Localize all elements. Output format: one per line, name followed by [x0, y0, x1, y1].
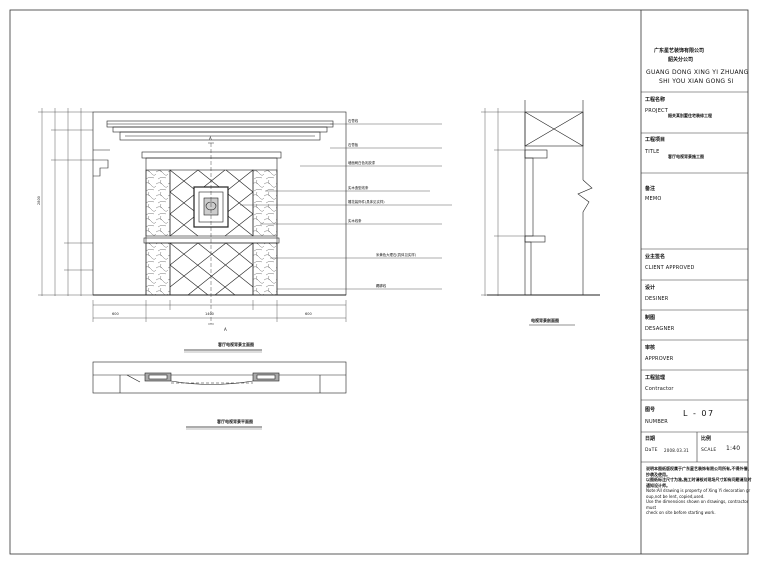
project-label-cn: 工程名称 [645, 97, 666, 103]
date-label-cn: 日期 [645, 436, 656, 442]
scale-label-en: SCALE [701, 448, 717, 453]
callout-6: 实木线条 [348, 218, 362, 223]
contractor-label-en: Contractor [645, 386, 674, 392]
number-label-cn: 图号 [645, 407, 656, 413]
design-label-en: DESINER [645, 296, 669, 302]
title-label-en: TITLE [645, 149, 660, 155]
project-value: 韶关某别墅住宅装修工程 [668, 113, 712, 118]
date-label-en: DaTE [645, 448, 658, 453]
section-dimensions [481, 108, 525, 296]
company-pinyin-2: SHI YOU XIAN GONG SI [659, 78, 734, 85]
scale-label-cn: 比例 [701, 436, 712, 442]
note-line-5: Use the dimensions shown on drawings, co… [646, 499, 749, 510]
dim-width-right: 600 [305, 312, 312, 316]
section-mark-bottom: A [224, 327, 227, 332]
notes-block: 说明本图纸版权属于广东星艺装饰有限公司所有,不得外借、抄袭及使用。 以图纸标注尺… [646, 466, 752, 516]
note-line-2: 以图纸标注尺寸为准,施工时请核对现场尺寸如有问题请及时通知设计师。 [646, 477, 752, 488]
callout-labels: 石膏线 石膏板 墙面刷白色乳胶漆 实木造型线条 雕花装饰件(具体见实样) 实木线… [348, 118, 417, 288]
memo-label-en: MEMO [645, 196, 662, 202]
dim-width-left: 600 [112, 312, 119, 316]
contractor-label-cn: 工程监理 [645, 375, 666, 381]
callout-leaders [240, 123, 452, 290]
scale-value: 1:40 [726, 445, 741, 452]
tv-wall-plan [92, 361, 347, 394]
sheet-border [9, 9, 749, 555]
callout-8: 踢脚线 [376, 283, 387, 288]
client-label-en: CLIENT APPROVED [645, 265, 695, 271]
note-line-1: 说明本图纸版权属于广东星艺装饰有限公司所有,不得外借、抄袭及使用。 [646, 466, 752, 477]
design-label-cn: 设计 [645, 285, 656, 291]
callout-2: 石膏板 [348, 142, 359, 147]
dim-total-height: 2800 [37, 196, 41, 205]
approver-label-cn: 审核 [645, 345, 656, 351]
section-marks: A A [208, 136, 227, 332]
company-branch-cn: 韶关分公司 [668, 57, 694, 63]
tv-wall-section [487, 100, 600, 296]
note-line-4: oup,not be lent, copied,used. [646, 493, 705, 499]
plan-caption: 客厅电视背景平面图 [216, 418, 253, 424]
drawn-label-cn: 制图 [645, 315, 656, 321]
title-block-lines [641, 91, 748, 463]
callout-1: 石膏线 [348, 118, 359, 123]
elevation-dimensions [38, 108, 347, 322]
number-label-en: NUMBER [645, 419, 668, 425]
number-value: L - 07 [683, 409, 715, 418]
title-label-cn: 工程项目 [645, 137, 666, 143]
section-mark-top: A [209, 136, 212, 141]
section-caption: 电视背景剖面图 [531, 317, 559, 323]
dim-width-center: 1400 [205, 312, 214, 316]
note-line-6: check on site before starting work. [646, 510, 716, 515]
note-line-3: Note:All drawing is property of Xing Yi … [646, 488, 751, 493]
company-pinyin-1: GUANG DONG XING YI ZHUANG [646, 69, 749, 76]
client-label-cn: 业主签名 [645, 254, 666, 260]
drawn-label-en: DESAGNER [645, 326, 675, 332]
elevation-caption: 客厅电视背景立面图 [217, 341, 254, 347]
project-label-en: PROJECT [645, 108, 669, 114]
callout-5: 雕花装饰件(具体见实样) [348, 199, 385, 204]
memo-label-cn: 备注 [645, 186, 656, 192]
date-value: 2008.03.31 [664, 448, 689, 453]
title-value: 客厅电视背景施工图 [668, 154, 704, 159]
callout-7: 米黄色大理石(具体见实样) [376, 252, 417, 257]
approver-label-en: APPROVER [645, 356, 674, 362]
tv-wall-elevation [92, 111, 347, 324]
callout-3: 墙面刷白色乳胶漆 [348, 160, 376, 165]
company-name-cn: 广东星艺装饰有限公司 [654, 48, 705, 54]
callout-4: 实木造型线条 [348, 185, 369, 190]
dimension-labels: 2800 600 1400 600 [37, 196, 312, 316]
